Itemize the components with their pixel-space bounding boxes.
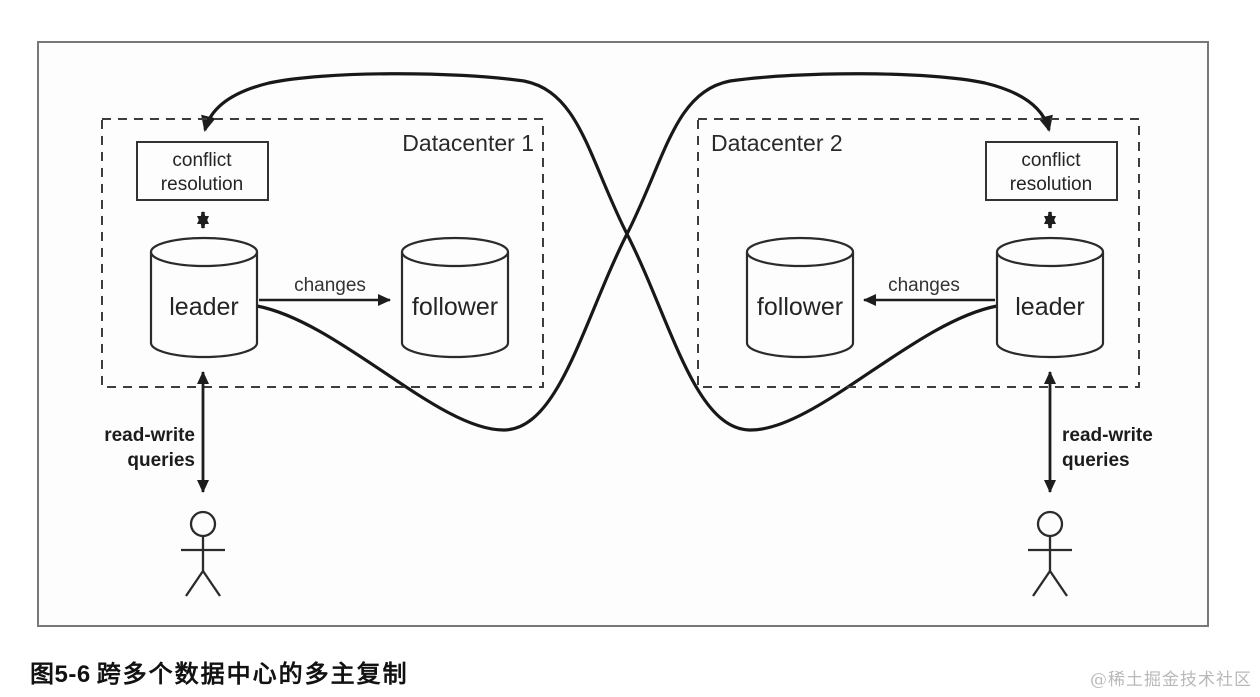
datacenter1-boundary [101, 118, 544, 388]
follower-label: follower [757, 293, 843, 321]
figure-caption-number: 图5-6 [30, 661, 91, 688]
datacenter2-boundary [697, 118, 1140, 388]
cross-datacenter-replication-arrows [201, 72, 1053, 432]
datacenter2-title: Datacenter 2 [711, 130, 843, 156]
follower-database-dc1: follower [400, 236, 510, 359]
replication-arrow-dc2-to-dc1 [201, 72, 998, 432]
leader-database-dc1: leader [149, 236, 259, 359]
replication-diagram: Datacenter 1 Datacenter 2 conflict resol… [37, 41, 1209, 627]
conflict-label-line1: conflict [172, 150, 232, 171]
read-write-label-line2: queries [127, 450, 195, 471]
read-write-label-line1: read-write [1062, 425, 1153, 446]
read-write-label-line2: queries [1062, 450, 1130, 471]
conflict-resolution-box-dc2: conflict resolution [985, 141, 1118, 201]
conflict-label-line1: conflict [1021, 150, 1081, 171]
client-stick-figure-dc1 [181, 510, 225, 597]
conflict-label-line2: resolution [1010, 174, 1092, 195]
conflict-label-line2: resolution [161, 174, 243, 195]
figure-caption-text: 跨多个数据中心的多主复制 [96, 659, 409, 688]
leader-database-dc2: leader [995, 236, 1105, 359]
changes-label-dc2: changes [888, 275, 960, 296]
replication-arrow-dc1-to-dc2 [256, 72, 1053, 432]
read-write-label-line1: read-write [104, 425, 195, 446]
leader-label: leader [1015, 293, 1085, 321]
datacenter1-title: Datacenter 1 [402, 130, 534, 156]
watermark: @稀土掘金技术社区 [1090, 670, 1252, 690]
leader-label: leader [169, 293, 239, 321]
conflict-resolution-box-dc1: conflict resolution [136, 141, 269, 201]
follower-database-dc2: follower [745, 236, 855, 359]
changes-label-dc1: changes [294, 275, 366, 296]
client-stick-figure-dc2 [1028, 510, 1072, 597]
follower-label: follower [412, 293, 498, 321]
